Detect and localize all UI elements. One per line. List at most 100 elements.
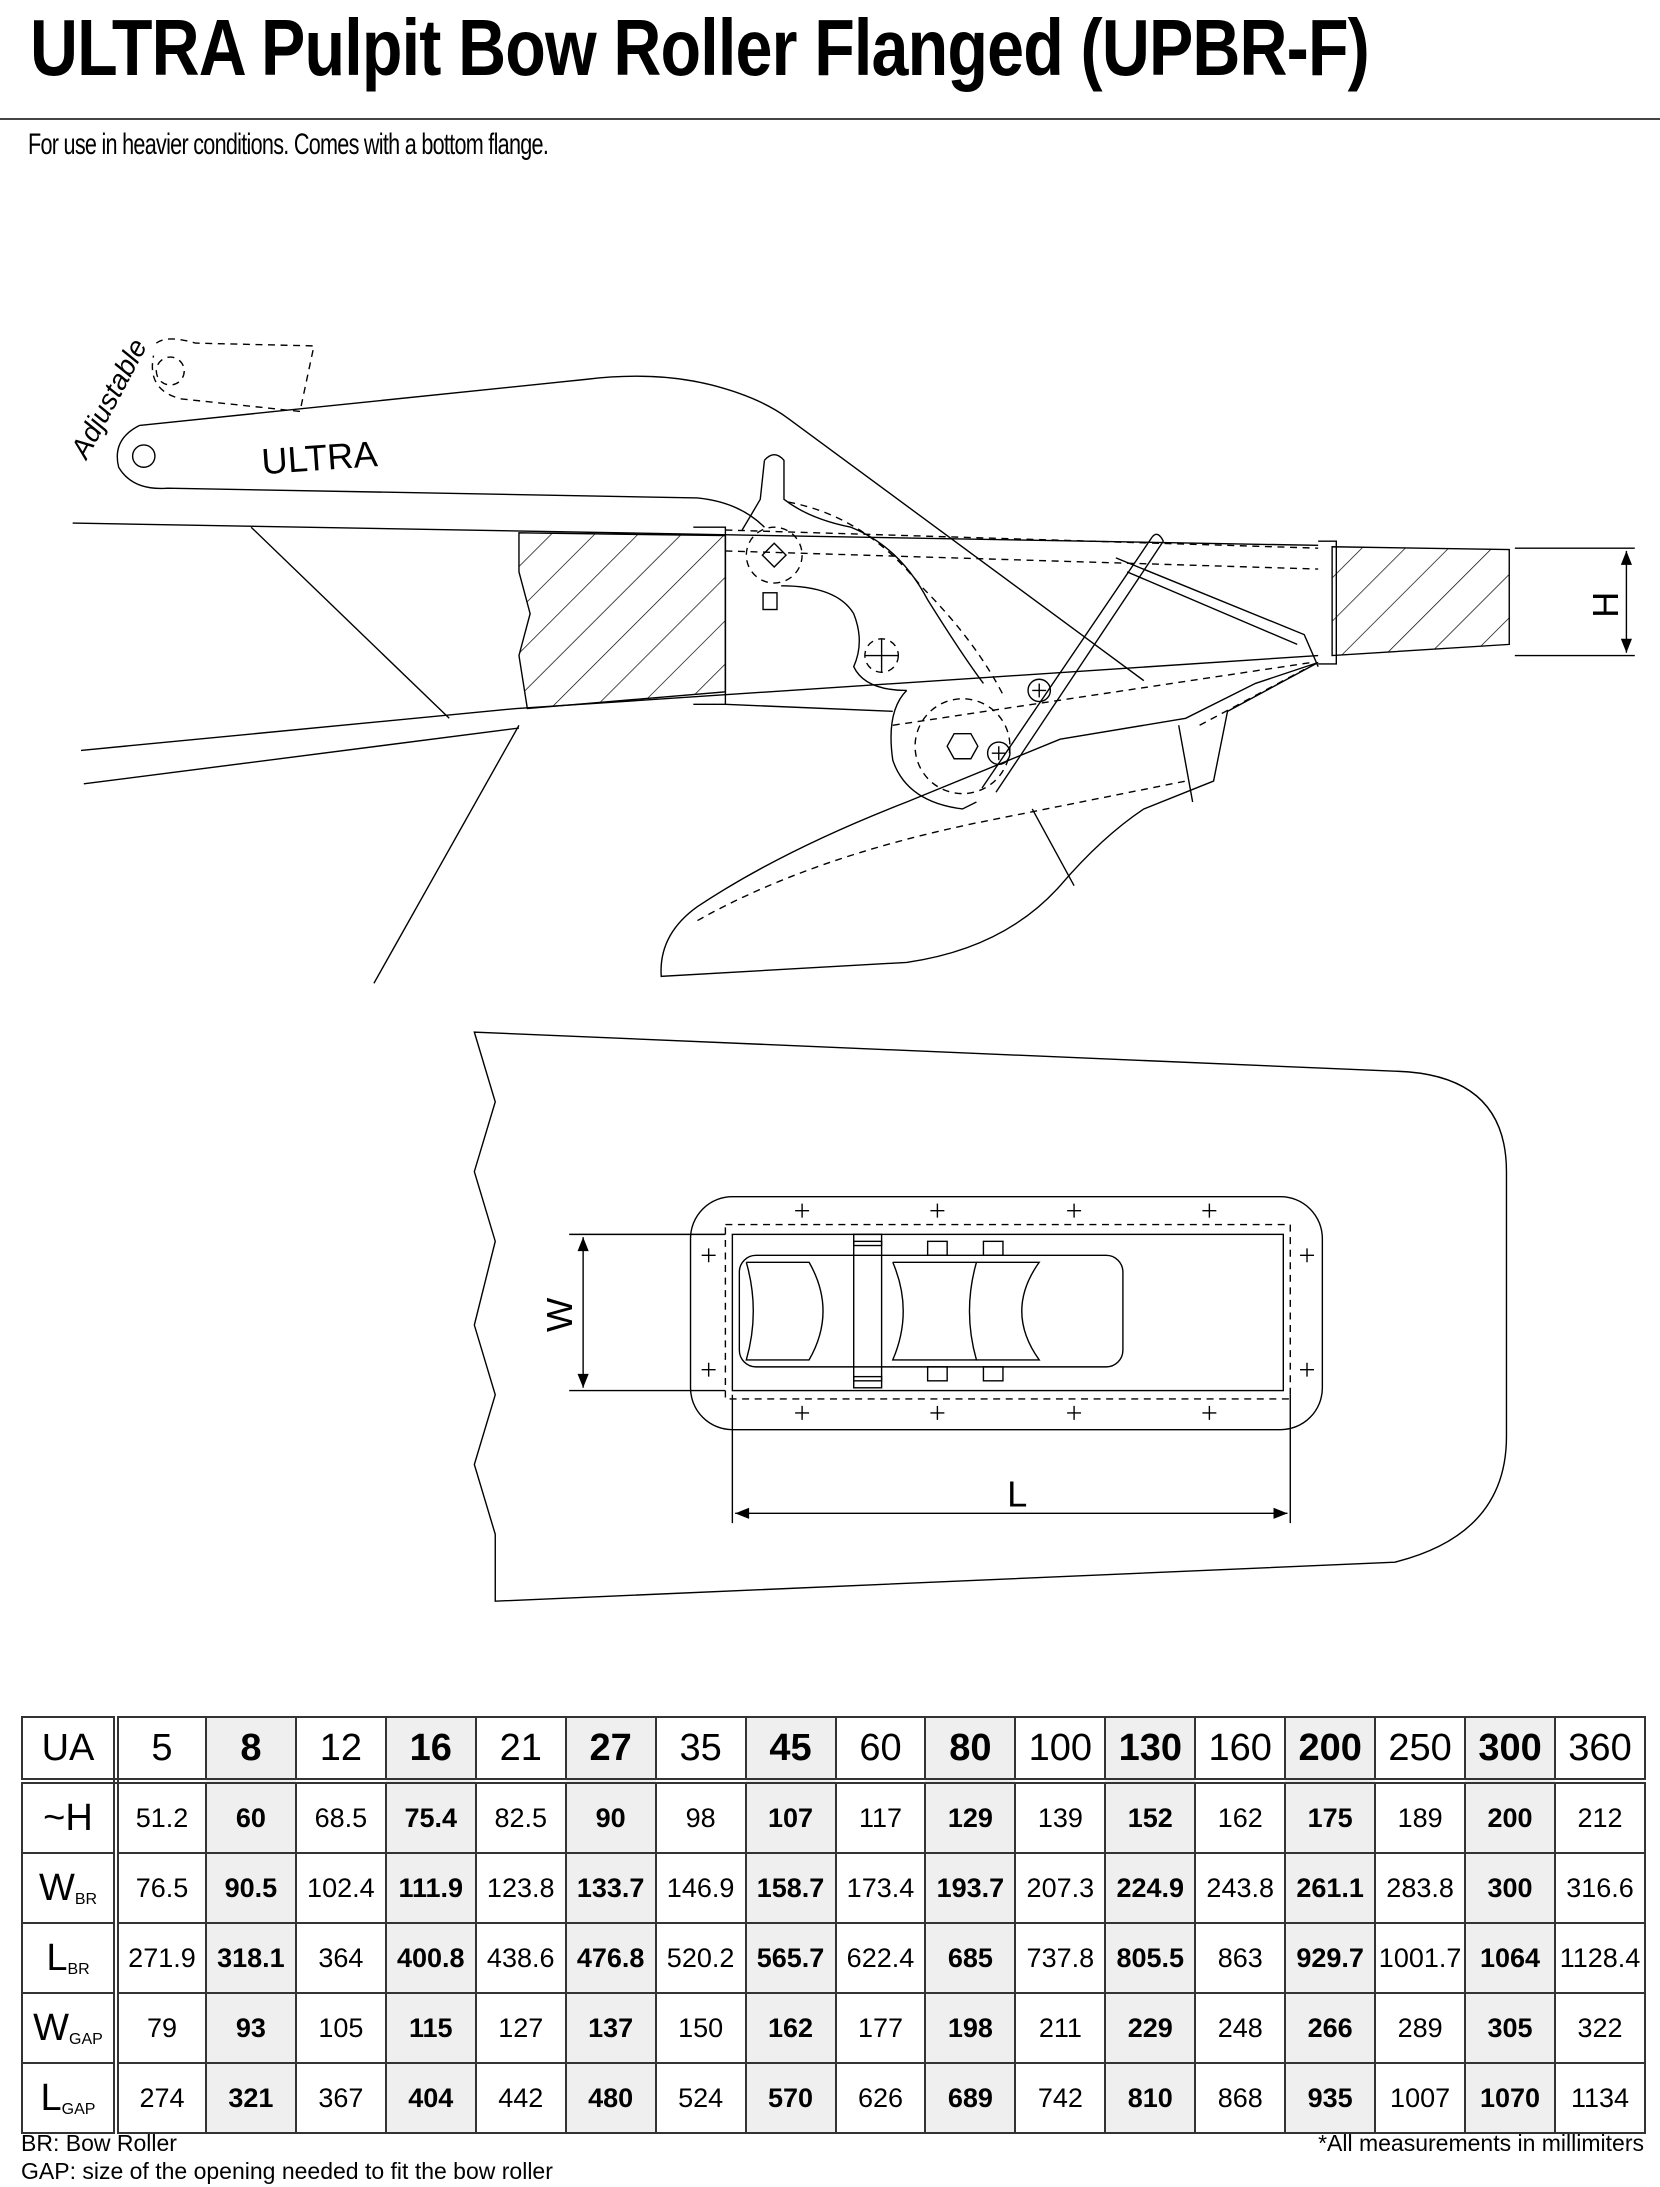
bracket-plates [693, 526, 1337, 713]
table-cell: 863 [1194, 1922, 1287, 1994]
table-cell: 689 [924, 2062, 1017, 2134]
table-cell: 127 [474, 1992, 567, 2064]
table-cell: 271.9 [115, 1922, 207, 1994]
adjustable-arm-ghost [151, 338, 315, 413]
row-label-main: W [38, 1866, 75, 1909]
table-cell: 105 [294, 1992, 387, 2064]
dimension-l [731, 1394, 1291, 1524]
size-header: 27 [564, 1716, 657, 1784]
dimension-l-label: L [1007, 1473, 1027, 1514]
table-cell: 565.7 [744, 1922, 837, 1994]
table-cell: 90 [564, 1780, 657, 1854]
table-cell: 626 [834, 2062, 927, 2134]
row-label-subscript: BR [67, 1960, 90, 1978]
table-cell: 442 [474, 2062, 567, 2134]
table-cell: 75.4 [384, 1780, 477, 1854]
table-cell: 261.1 [1284, 1852, 1377, 1924]
row-label-main: L [46, 1936, 68, 1979]
table-cell: 79 [115, 1992, 207, 2064]
anchor-fluke [660, 661, 1319, 978]
table-cell: 93 [204, 1992, 297, 2064]
table-cell: 321 [204, 2062, 297, 2134]
table-cell: 229 [1104, 1992, 1197, 2064]
table-cell: 1134 [1554, 2062, 1646, 2134]
size-header: 250 [1374, 1716, 1467, 1784]
table-cell: 146.9 [654, 1852, 747, 1924]
table-cell: 243.8 [1194, 1852, 1287, 1924]
table-cell: 1001.7 [1374, 1922, 1467, 1994]
table-cell: 212 [1554, 1780, 1646, 1854]
roller-assembly [738, 1233, 1124, 1389]
deck-section-right [1331, 546, 1510, 657]
size-header: 60 [834, 1716, 927, 1784]
row-label-main: ~H [43, 1796, 93, 1839]
table-cell: 76.5 [115, 1852, 207, 1924]
row-label-subscript: GAP [61, 2100, 96, 2118]
bow-roller-bracket [741, 454, 1312, 810]
note-bow-roller: BR: Bow Roller [21, 2130, 177, 2156]
table-cell: 68.5 [294, 1780, 387, 1854]
note-units: *All measurements in millimiters [1318, 2130, 1644, 2156]
size-header: 80 [924, 1716, 1017, 1784]
table-cell: 177 [834, 1992, 927, 2064]
table-cell: 90.5 [204, 1852, 297, 1924]
size-header: 12 [294, 1716, 387, 1784]
size-header: 300 [1464, 1716, 1556, 1784]
table-cell: 162 [744, 1992, 837, 2064]
table-cell: 274 [115, 2062, 207, 2134]
deck-section-left [518, 532, 727, 710]
table-cell: 111.9 [384, 1852, 477, 1924]
row-label: LGAP [21, 2062, 119, 2134]
bow-outline [473, 1031, 1508, 1602]
table-cell: 305 [1464, 1992, 1556, 2064]
table-cell: 283.8 [1374, 1852, 1467, 1924]
table-cell: 193.7 [924, 1852, 1017, 1924]
ultra-label: ULTRA [260, 433, 380, 482]
table-cell: 868 [1194, 2062, 1287, 2134]
table-cell: 82.5 [474, 1780, 567, 1854]
size-header: 16 [384, 1716, 477, 1784]
row-label-subscript: BR [74, 1890, 98, 1908]
dimension-w [569, 1233, 726, 1392]
hull-lines [72, 522, 1319, 984]
table-cell: 322 [1554, 1992, 1646, 2064]
page-title: ULTRA Pulpit Bow Roller Flanged (UPBR-F) [30, 3, 1370, 92]
table-cell: 211 [1014, 1992, 1107, 2064]
row-label-main: L [40, 2076, 62, 2119]
table-cell: 685 [924, 1922, 1017, 1994]
size-header: 21 [474, 1716, 567, 1784]
flange [689, 1196, 1324, 1431]
table-cell: 51.2 [115, 1780, 207, 1854]
table-cell: 189 [1374, 1780, 1467, 1854]
size-header: 5 [115, 1716, 207, 1784]
table-cell: 438.6 [474, 1922, 567, 1994]
table-cell: 520.2 [654, 1922, 747, 1994]
table-cell: 152 [1104, 1780, 1197, 1854]
table-cell: 316.6 [1554, 1852, 1646, 1924]
table-cell: 476.8 [564, 1922, 657, 1994]
table-cell: 162 [1194, 1780, 1287, 1854]
size-header: 360 [1554, 1716, 1646, 1784]
table-cell: 117 [834, 1780, 927, 1854]
table-cell: 1064 [1464, 1922, 1556, 1994]
table-cell: 300 [1464, 1852, 1556, 1924]
table-cell: 198 [924, 1992, 1017, 2064]
row-label: WGAP [21, 1992, 119, 2064]
note-gap: GAP: size of the opening needed to fit t… [21, 2158, 553, 2184]
size-header: 45 [744, 1716, 837, 1784]
size-header: 8 [204, 1716, 297, 1784]
table-cell: 102.4 [294, 1852, 387, 1924]
table-cell: 400.8 [384, 1922, 477, 1994]
ultra-arm [116, 375, 1145, 682]
table-cell: 60 [204, 1780, 297, 1854]
table-cell: 742 [1014, 2062, 1107, 2134]
top-view-diagram: W L [473, 1031, 1508, 1602]
title-divider [0, 118, 1660, 120]
mounting-holes [701, 1203, 1314, 1420]
bolt-icon [761, 542, 788, 568]
size-header: 160 [1194, 1716, 1287, 1784]
table-cell: 224.9 [1104, 1852, 1197, 1924]
